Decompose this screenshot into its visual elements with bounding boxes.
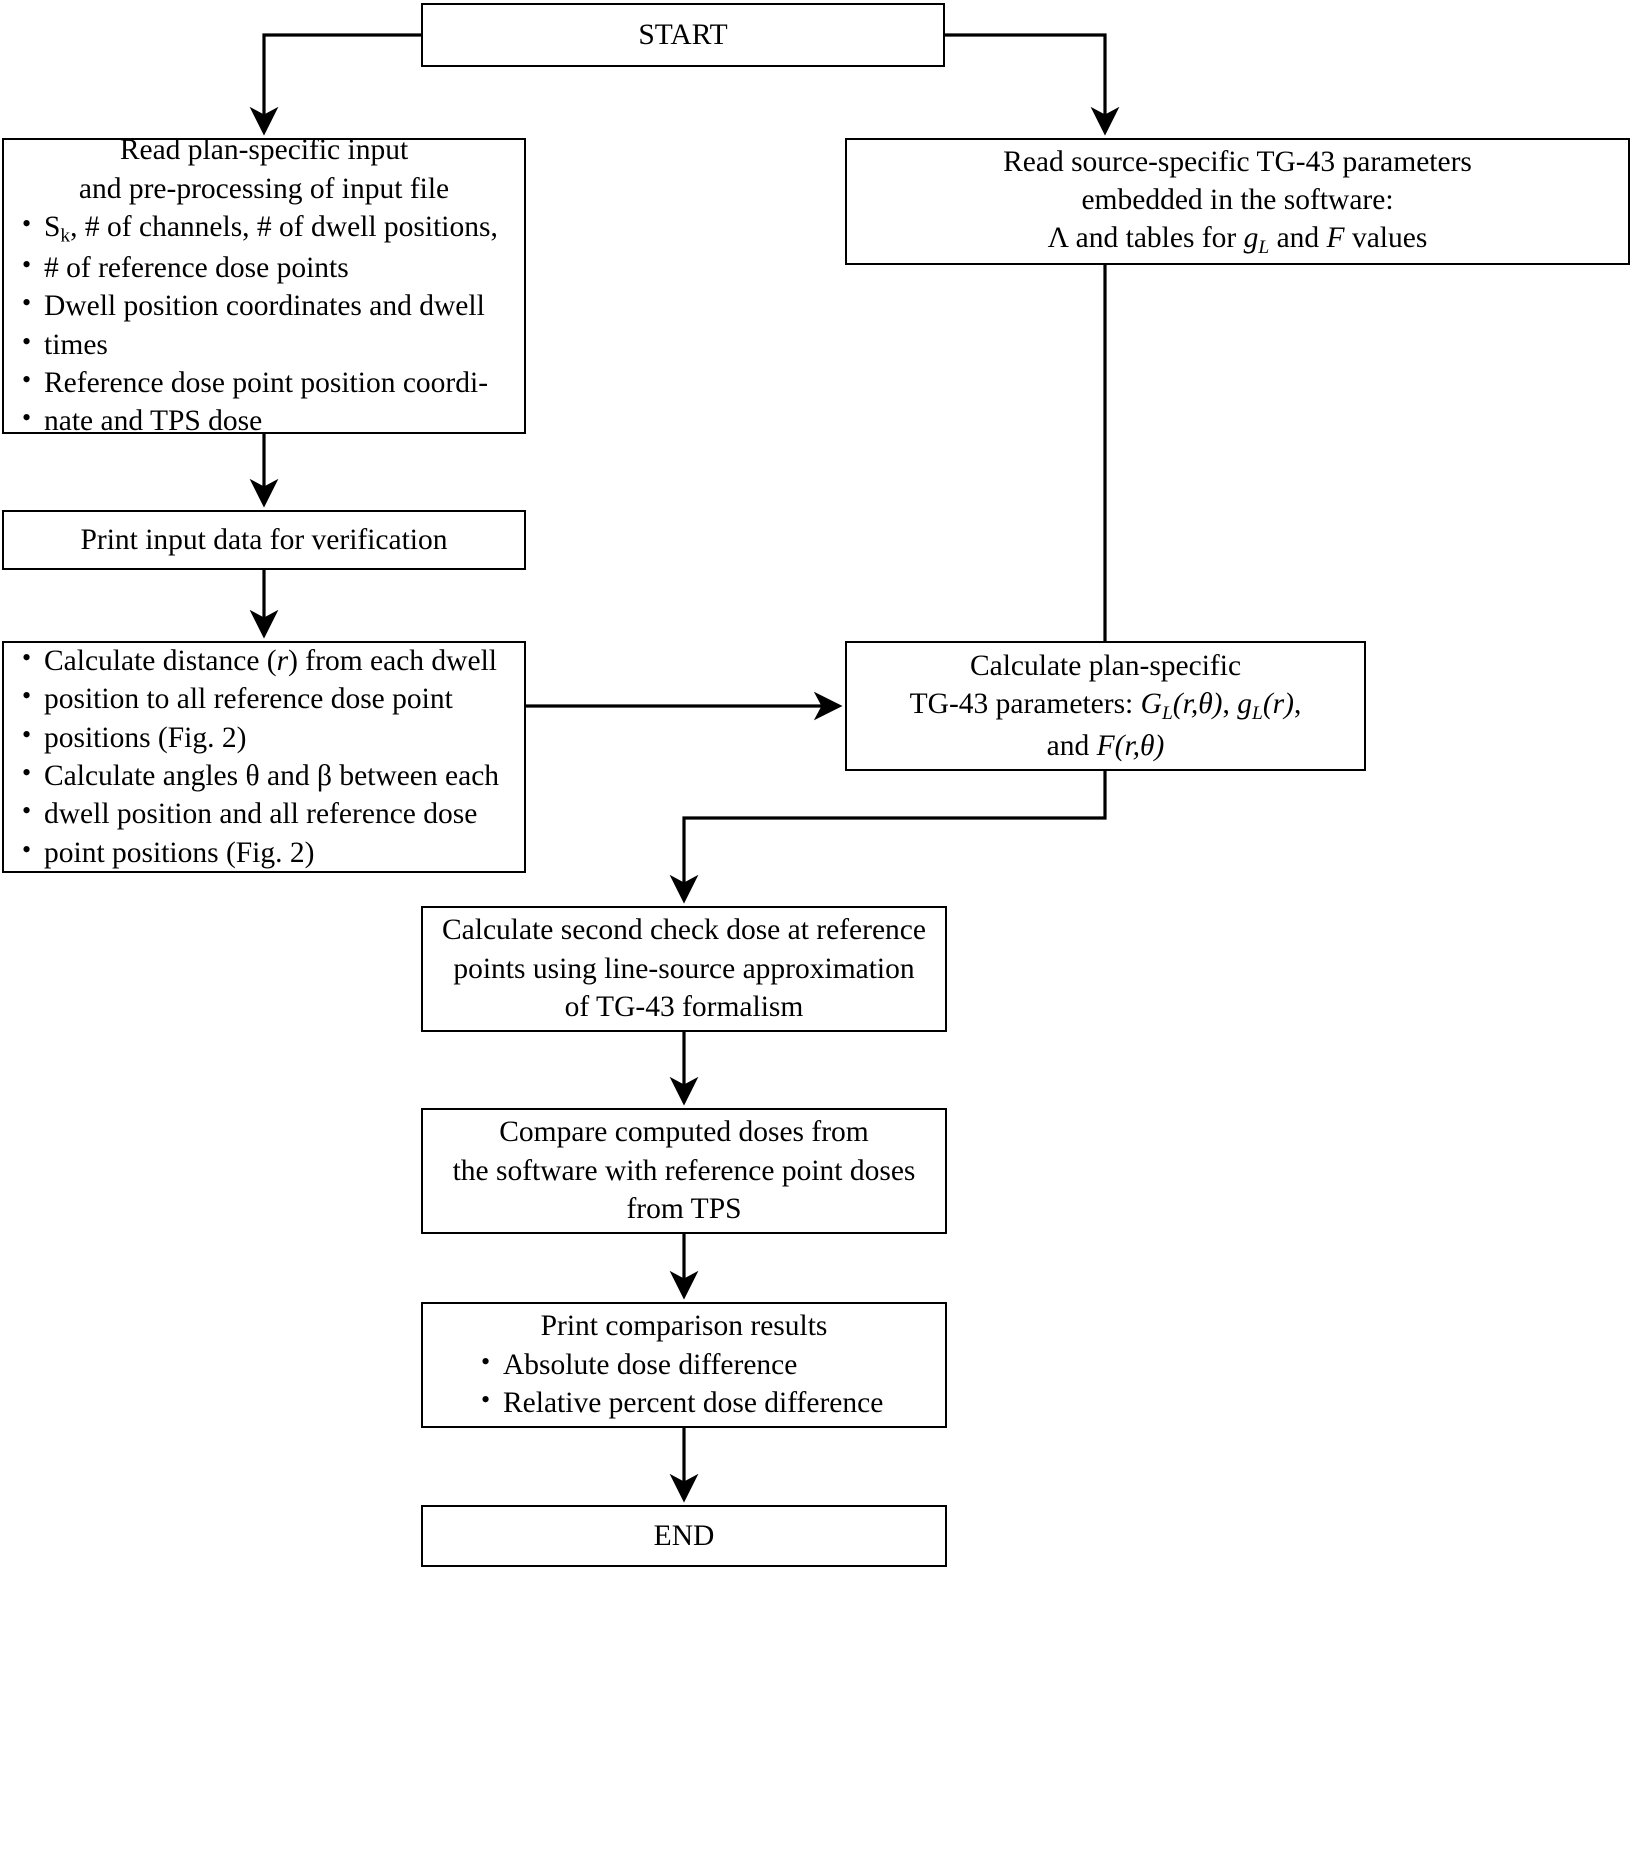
read-plan-bullet-3-cont: nate and TPS dose xyxy=(18,401,516,440)
calc-distance-bullet-2-cont1: dwell position and all reference dose xyxy=(18,794,516,833)
calc-bullet-1-cont2: positions (Fig. 2) xyxy=(44,721,247,754)
calc-tg43-G-symbol: G xyxy=(1140,688,1162,721)
calc-tg43-line-3: and F(r,θ) xyxy=(847,727,1364,765)
calc-tg43-g-symbol: g xyxy=(1237,688,1253,721)
read-source-lambda-text: Λ and tables for xyxy=(1047,222,1244,255)
node-compare-doses[interactable]: Compare computed doses from the software… xyxy=(421,1108,947,1234)
read-source-line-2: embedded in the software: xyxy=(1081,183,1394,216)
read-plan-bullet-1: Sk, # of channels, # of dwell positions, xyxy=(18,207,516,249)
read-plan-line-1: Read plan-specific input xyxy=(119,134,409,167)
node-print-input-data[interactable]: Print input data for verification xyxy=(2,510,526,570)
calc-distance-bullet-1-cont2: positions (Fig. 2) xyxy=(18,718,516,757)
calc-distance-bullet-2: Calculate angles θ and β between each xyxy=(18,756,516,795)
read-source-f-symbol: F xyxy=(1326,222,1345,255)
calc-tg43-line2-end: , xyxy=(1293,688,1302,721)
calc-tg43-G-subscript: L xyxy=(1161,703,1173,725)
calc-bullet-1-cont1: position to all reference dose point xyxy=(44,683,453,716)
calc-tg43-F-args: (r,θ) xyxy=(1114,729,1165,762)
bullet-2-cont-text: times xyxy=(44,328,108,361)
calc-bullet-2-cont2: point positions (Fig. 2) xyxy=(44,836,315,869)
calc-bullet-1-r-symbol: r xyxy=(276,644,289,677)
read-source-g-subscript: L xyxy=(1258,237,1270,259)
calc-distance-bullet-2-cont2: point positions (Fig. 2) xyxy=(18,833,516,872)
node-print-comparison-results[interactable]: Print comparison results Absolute dose d… xyxy=(421,1302,947,1428)
node-start[interactable]: START xyxy=(421,3,945,67)
bullet-1-sk: S xyxy=(44,211,61,244)
calc-tg43-g-args: (r) xyxy=(1262,688,1294,721)
edge-start-to-read-source xyxy=(945,33,1120,136)
calc-distance-bullet-1-cont1: position to all reference dose point xyxy=(18,679,516,718)
calc-tg43-F-symbol: F xyxy=(1096,729,1115,762)
print-results-bullet-list: Absolute dose difference Relative percen… xyxy=(423,1345,945,1423)
calc-bullet-1-b: ) from each dwell xyxy=(288,644,497,677)
calc-distance-bullet-1: Calculate distance (r) from each dwell xyxy=(18,641,516,680)
calc-tg43-separator: , xyxy=(1222,688,1238,721)
print-results-bullet-2: Relative percent dose difference xyxy=(477,1383,937,1422)
node-end[interactable]: END xyxy=(421,1505,947,1567)
calc-tg43-line-2: TG-43 parameters: GL(r,θ), gL(r), xyxy=(847,685,1364,726)
print-results-heading: Print comparison results xyxy=(540,1310,828,1343)
calc-bullet-2-a: Calculate angles θ and β between each xyxy=(44,760,500,792)
calc-distance-bullet-list: Calculate distance (r) from each dwell p… xyxy=(4,641,524,872)
read-plan-bullet-1-cont: # of reference dose points xyxy=(18,248,516,287)
calc-tg43-G-args: (r,θ) xyxy=(1172,688,1223,721)
read-source-and-text: and xyxy=(1269,222,1327,255)
compare-line-1: Compare computed doses from xyxy=(499,1116,869,1149)
read-source-line-3: Λ and tables for gL and F values xyxy=(847,219,1628,260)
read-source-values-text: values xyxy=(1344,222,1428,255)
read-source-line-1: Read source-specific TG-43 parameters xyxy=(1003,145,1472,178)
bullet-1-sk-subscript: k xyxy=(60,225,71,247)
bullet-3-cont-text: nate and TPS dose xyxy=(44,405,263,438)
node-end-label: END xyxy=(653,1519,715,1552)
bullet-1-cont-text: # of reference dose points xyxy=(44,251,349,284)
edge-start-to-read-plan xyxy=(249,33,421,136)
second-check-line-2: points using line-source approximation xyxy=(453,952,915,985)
node-calculate-tg43-parameters[interactable]: Calculate plan-specific TG-43 parameters… xyxy=(845,641,1366,771)
read-plan-bullet-3: Reference dose point position coordi- xyxy=(18,363,516,402)
bullet-3-text: Reference dose point position coordi- xyxy=(44,366,489,399)
print-results-bullet-1-text: Absolute dose difference xyxy=(503,1348,798,1381)
read-plan-bullet-2-cont: times xyxy=(18,325,516,364)
read-plan-bullet-list: Sk, # of channels, # of dwell positions,… xyxy=(4,207,524,440)
calc-tg43-line-1: Calculate plan-specific xyxy=(969,650,1242,683)
calc-bullet-1-a: Calculate distance ( xyxy=(44,644,277,677)
bullet-1-rest: , # of channels, # of dwell positions, xyxy=(70,211,498,244)
node-second-check-dose[interactable]: Calculate second check dose at reference… xyxy=(421,906,947,1032)
node-read-source-parameters[interactable]: Read source-specific TG-43 parameters em… xyxy=(845,138,1630,265)
edge-calc-tg43-to-second-check xyxy=(669,771,1107,904)
node-calculate-distance-angles[interactable]: Calculate distance (r) from each dwell p… xyxy=(2,641,526,873)
read-plan-line-2: and pre-processing of input file xyxy=(78,172,450,205)
node-start-label: START xyxy=(638,18,728,51)
second-check-line-3: of TG-43 formalism xyxy=(564,991,804,1024)
calc-tg43-g-subscript: L xyxy=(1252,703,1263,725)
compare-line-2: the software with reference point doses xyxy=(452,1154,916,1187)
read-source-g-symbol: g xyxy=(1243,222,1259,255)
calc-tg43-prefix: TG-43 parameters: xyxy=(909,688,1141,721)
print-results-bullet-1: Absolute dose difference xyxy=(477,1345,937,1384)
second-check-line-1: Calculate second check dose at reference xyxy=(441,914,926,947)
print-results-bullet-2-text: Relative percent dose difference xyxy=(503,1387,884,1420)
read-plan-bullet-2: Dwell position coordinates and dwell xyxy=(18,286,516,325)
bullet-2-text: Dwell position coordinates and dwell xyxy=(44,290,485,323)
calc-bullet-2-cont1: dwell position and all reference dose xyxy=(44,798,478,831)
calc-tg43-and-text: and xyxy=(1046,729,1097,762)
compare-line-3: from TPS xyxy=(626,1193,742,1226)
print-input-label: Print input data for verification xyxy=(80,523,448,556)
node-read-plan-input[interactable]: Read plan-specific input and pre-process… xyxy=(2,134,526,437)
